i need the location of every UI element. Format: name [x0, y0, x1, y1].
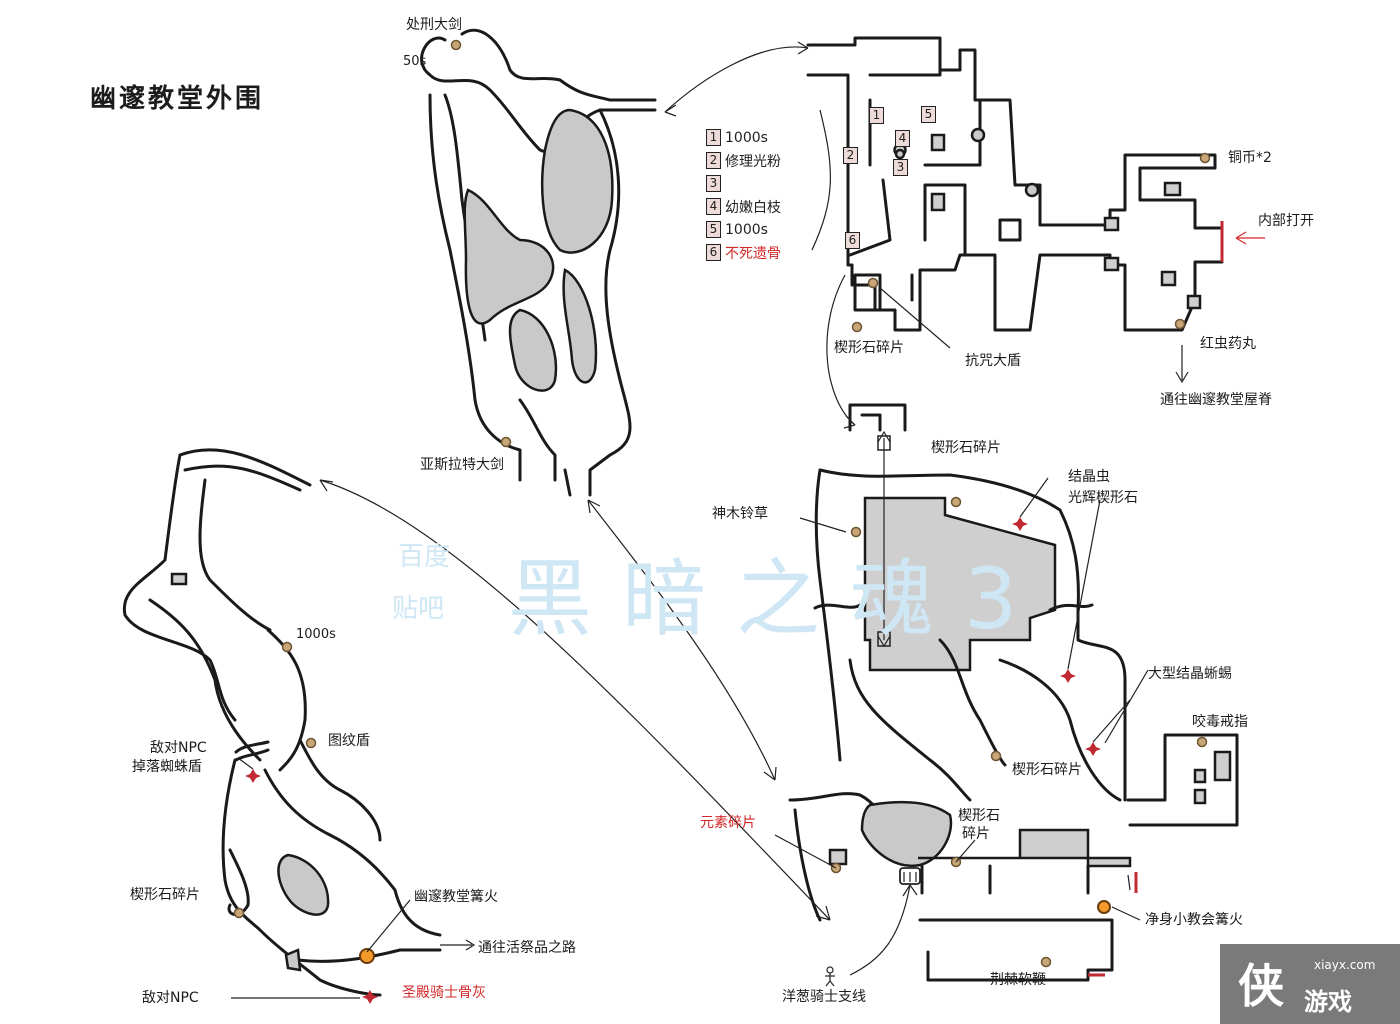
label-titanite-shard: 楔形石碎片: [130, 887, 200, 903]
label-titanite-shard-a: 楔形石: [958, 808, 1000, 824]
legend-text: 1000s: [725, 129, 768, 146]
enemy-star-icon: [1085, 742, 1101, 756]
item-dot: [450, 39, 462, 51]
label-crystal-lizard: 结晶虫: [1068, 469, 1110, 485]
label-paladin-ashes: 圣殿骑士骨灰: [402, 985, 486, 1001]
bonfire-dot: [1097, 900, 1111, 914]
enemy-star-icon: [362, 990, 378, 1004]
page-title: 幽邃教堂外围: [90, 84, 265, 114]
southwest-cave: [122, 448, 442, 997]
label-titanite-shard-b: 碎片: [962, 826, 990, 842]
item-dot: [990, 750, 1002, 762]
label-hostile-npc: 敌对NPC: [142, 990, 199, 1006]
center-east-area: [813, 403, 1239, 827]
watermark-small-top: 百度: [398, 542, 451, 572]
label-souls-1000: 1000s: [296, 627, 336, 642]
legend-number: 6: [706, 244, 721, 261]
item-dot: [1174, 318, 1186, 330]
logo-glyph: 侠: [1238, 959, 1284, 1013]
label-red-bug-pellet: 红虫药丸: [1200, 336, 1256, 352]
label-divine-blessing-grass: 神木铃草: [712, 506, 768, 522]
legend-number: 5: [706, 221, 721, 238]
legend-number: 4: [706, 198, 721, 215]
enemy-star-icon: [1060, 669, 1076, 683]
item-dot: [867, 277, 879, 289]
npc-figure-icon: [825, 966, 835, 987]
label-cleansing-chapel-bonfire: 净身小教会篝火: [1145, 912, 1243, 928]
label-poisonbite-ring: 咬毒戒指: [1192, 714, 1248, 730]
legend-number: 1: [706, 129, 721, 146]
legend-number: 3: [706, 175, 721, 192]
well-icon: [899, 867, 921, 885]
legend-text: 1000s: [725, 221, 768, 238]
item-dot: [950, 496, 962, 508]
enemy-markers: [245, 517, 1101, 1004]
label-element-shard: 元素碎片: [700, 815, 756, 831]
item-dot: [1196, 736, 1208, 748]
label-copper-coin: 铜币*2: [1228, 150, 1272, 166]
northwest-cave: [420, 28, 657, 497]
label-execution-greatsword: 处刑大剑: [406, 17, 462, 33]
item-dot: [305, 737, 317, 749]
legend-text: 不死遗骨: [725, 245, 781, 262]
bonfire-dot: [359, 948, 375, 964]
site-logo: 侠 xiayx.com 游戏: [1220, 944, 1400, 1024]
logo-word: 游戏: [1304, 988, 1352, 1016]
legend-text: 幼嫩白枝: [725, 199, 781, 216]
label-large-crystal-lizard: 大型结晶蜥蜴: [1148, 666, 1232, 682]
label-twinkling-titanite: 光辉楔形石: [1068, 490, 1138, 506]
label-titanite-shard: 楔形石碎片: [931, 440, 1001, 456]
label-deacons-bonfire: 幽邃教堂篝火: [414, 889, 498, 905]
map-marker-number: 5: [921, 106, 936, 123]
watermark-small-bottom: 贴吧: [392, 594, 445, 624]
label-to-rooftop: 通往幽邃教堂屋脊: [1160, 392, 1272, 408]
label-curse-ward-shield: 抗咒大盾: [965, 353, 1021, 369]
legend-row: 3: [706, 172, 781, 195]
map-marker-number: 1: [869, 107, 884, 124]
label-spider-shield-drop: 掉落蜘蛛盾: [132, 759, 202, 775]
ladder-icon: [877, 430, 891, 648]
label-onion-knight-quest: 洋葱骑士支线: [782, 989, 866, 1005]
item-dot: [500, 436, 512, 448]
label-titanite-shard: 楔形石碎片: [834, 340, 904, 356]
map-marker-number: 3: [893, 159, 908, 176]
enemy-star-icon: [245, 769, 261, 783]
label-titanite-shard: 楔形石碎片: [1012, 762, 1082, 778]
label-souls-50: 50s: [403, 54, 427, 69]
map-marker-number: 6: [845, 232, 860, 249]
item-dot: [850, 526, 862, 538]
item-dot: [233, 907, 245, 919]
item-dot: [851, 321, 863, 333]
label-to-sacrifice-road: 通往活祭品之路: [478, 940, 576, 956]
arrow-icon: [231, 41, 1265, 999]
label-thorn-whip: 荆棘软鞭: [990, 972, 1046, 988]
legend-text: 修理光粉: [725, 153, 781, 170]
item-dot: [1199, 152, 1211, 164]
map-marker-number: 2: [843, 147, 858, 164]
label-hostile-npc: 敌对NPC: [150, 740, 207, 756]
southeast-area: [788, 792, 1138, 987]
logo-url: xiayx.com: [1314, 958, 1376, 972]
map-marker-number: 4: [895, 130, 910, 147]
item-dot: [281, 641, 293, 653]
label-crest-shield: 图纹盾: [328, 733, 370, 749]
watermark-big: 黑暗之魂3: [508, 550, 1048, 648]
item-dot: [1040, 956, 1052, 968]
label-astora-greatsword: 亚斯拉特大剑: [420, 457, 504, 473]
northeast-building: [806, 36, 1224, 333]
enemy-star-icon: [1012, 517, 1028, 531]
label-inner-open: 内部打开: [1258, 213, 1314, 229]
legend-number: 2: [706, 152, 721, 169]
